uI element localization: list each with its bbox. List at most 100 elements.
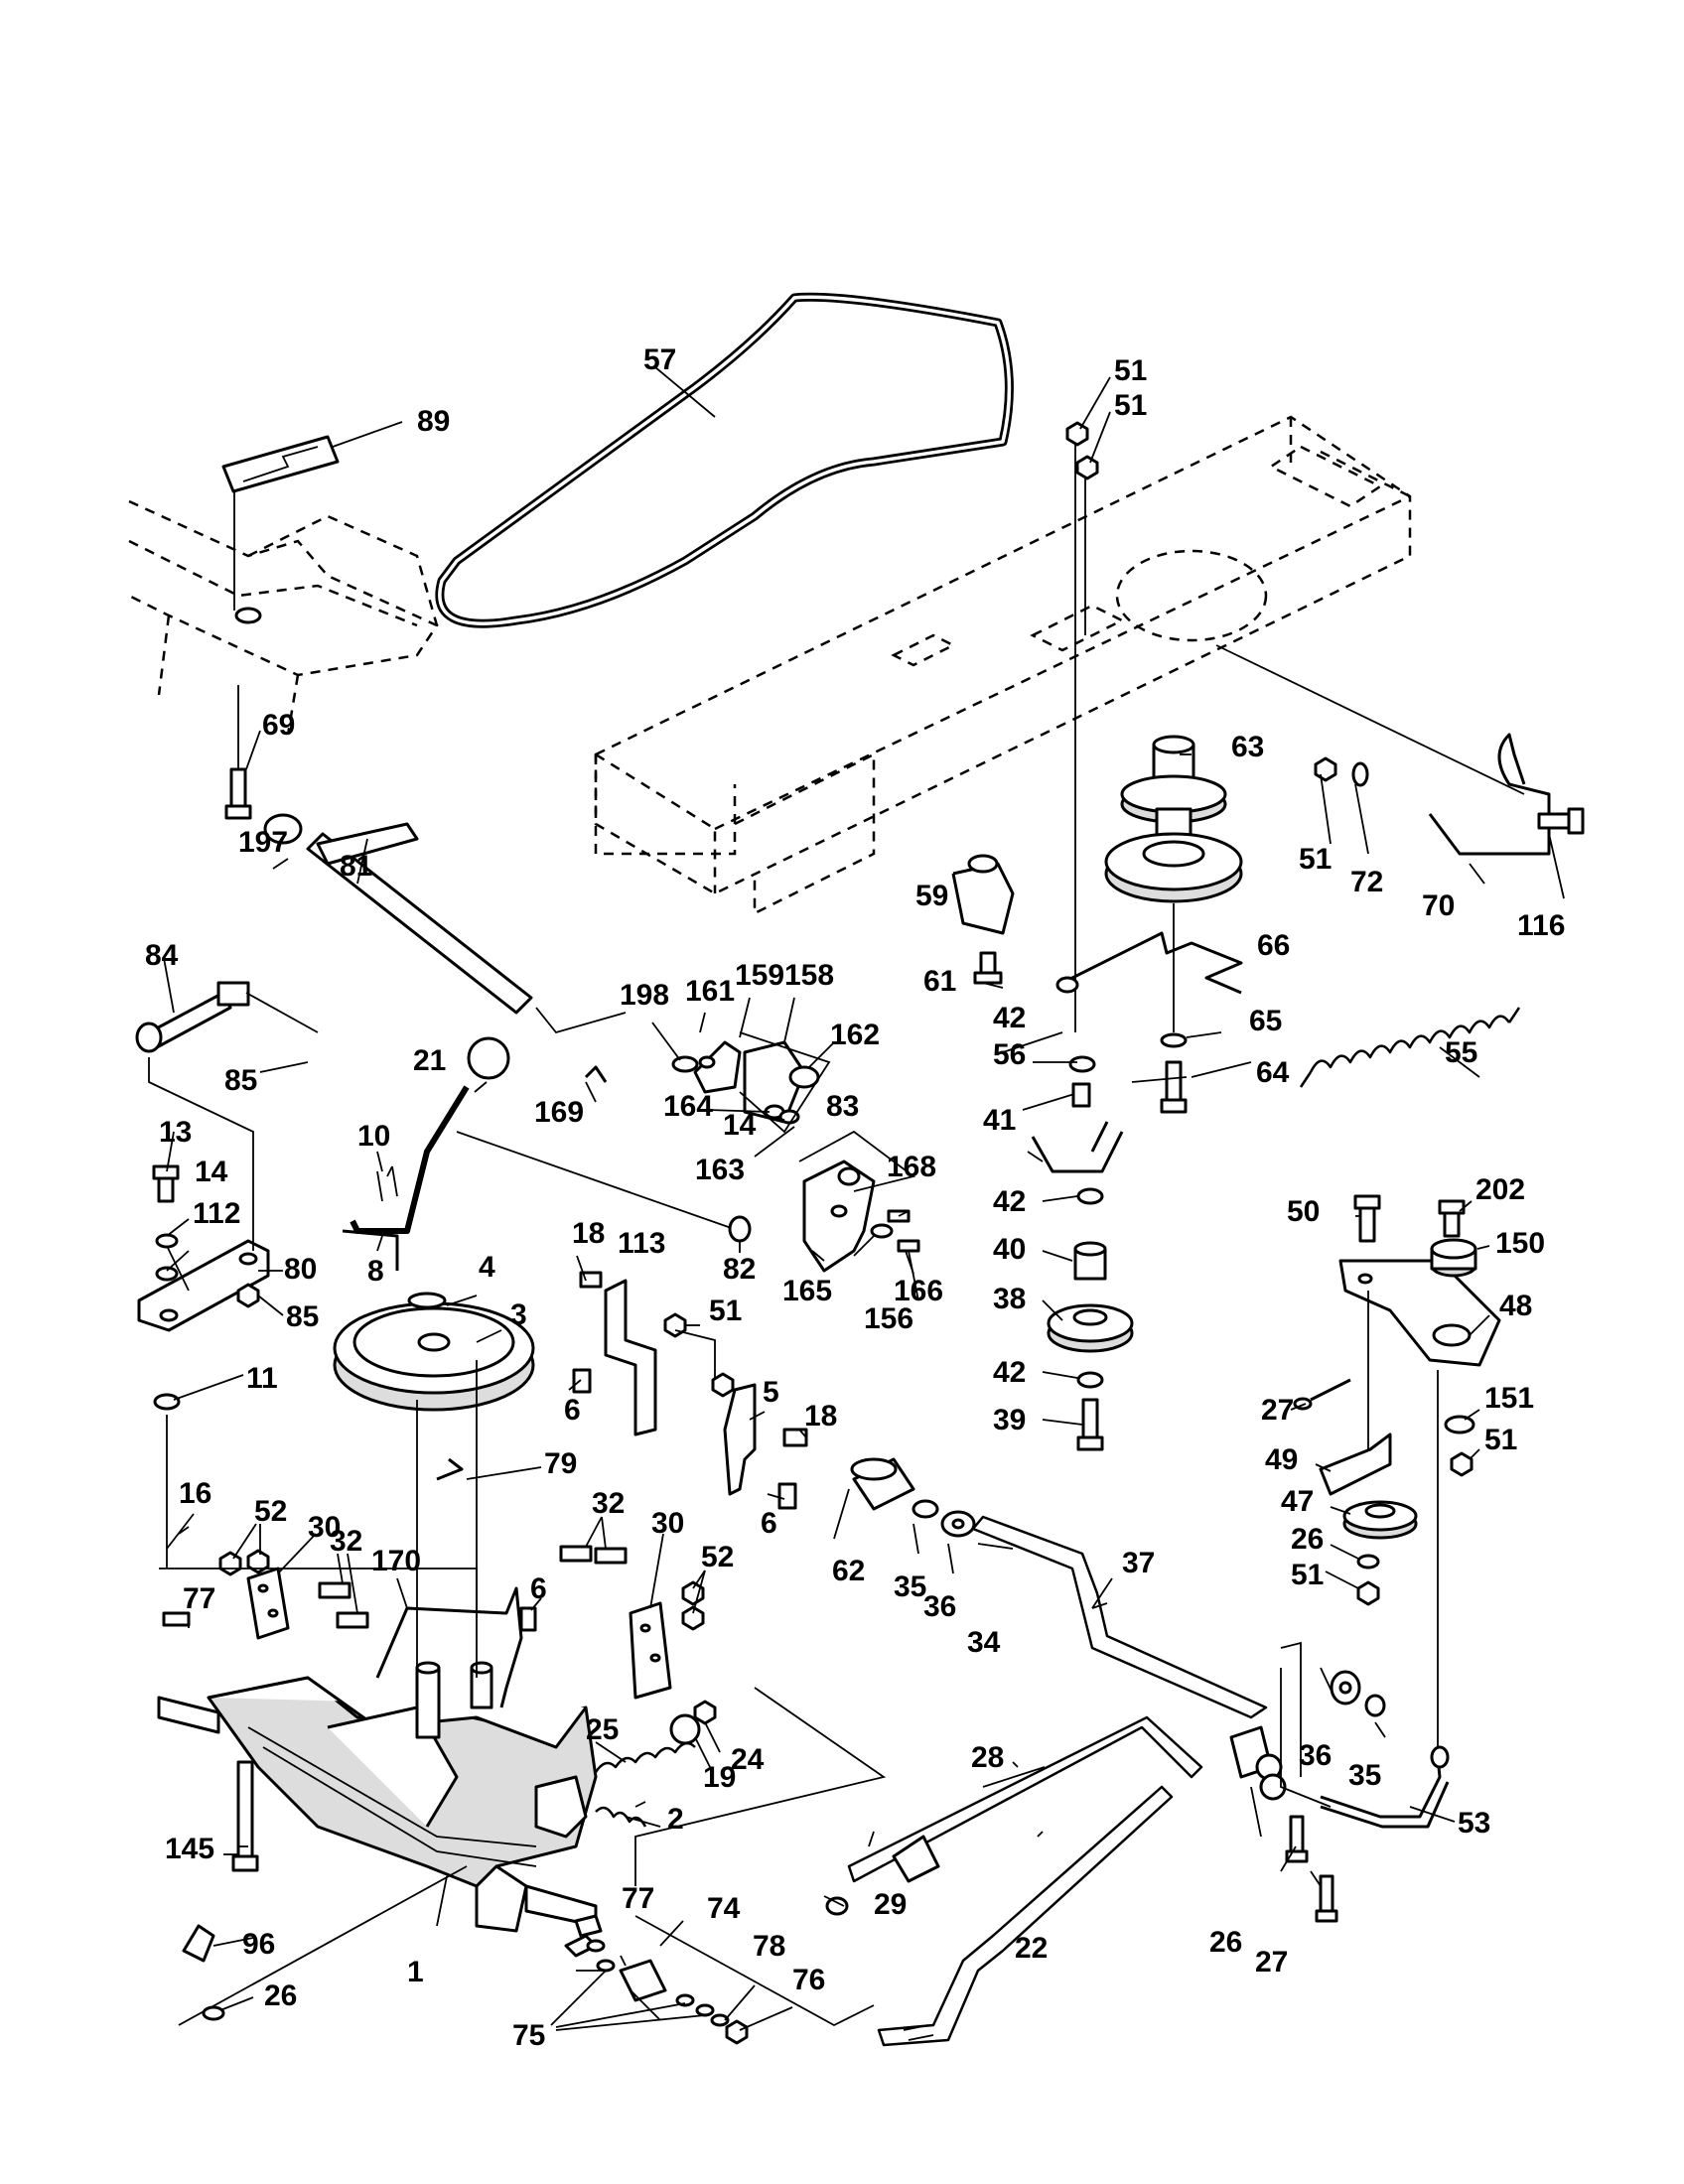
- callout-4: 4: [479, 1251, 495, 1284]
- callout-1: 1: [407, 1956, 424, 1988]
- callout-27a: 27: [1261, 1394, 1294, 1427]
- pulley-3: [333, 1292, 535, 1481]
- pulley-47: [1319, 1433, 1418, 1606]
- callout-35a: 35: [894, 1570, 926, 1603]
- callout-6c: 6: [530, 1572, 547, 1605]
- callout-164: 164: [663, 1090, 713, 1123]
- callout-51b: 51: [1114, 389, 1147, 422]
- callout-26a: 26: [1291, 1523, 1324, 1556]
- callout-80: 80: [284, 1253, 317, 1286]
- callout-27b: 27: [1255, 1946, 1288, 1979]
- callout-42b: 42: [993, 1185, 1026, 1218]
- callout-113: 113: [618, 1227, 665, 1260]
- callout-51e: 51: [1484, 1424, 1517, 1456]
- callout-159: 159: [735, 959, 784, 992]
- callout-83: 83: [826, 1090, 859, 1123]
- bracket-30-right: [519, 1545, 705, 1700]
- callout-51d: 51: [709, 1295, 742, 1327]
- callout-170: 170: [371, 1545, 421, 1577]
- callout-51c: 51: [1299, 843, 1332, 876]
- callout-53: 53: [1458, 1807, 1490, 1840]
- bracket-30-left: [162, 1549, 369, 1640]
- callout-25: 25: [586, 1713, 619, 1746]
- leader-lines: [163, 366, 1565, 2031]
- callout-76: 76: [792, 1964, 825, 1996]
- assembly-lines: [159, 1568, 1332, 2027]
- rod-84: [135, 981, 319, 1053]
- callout-14a: 14: [723, 1109, 757, 1142]
- spacer-62: [850, 1457, 976, 1538]
- callout-6b: 6: [761, 1507, 777, 1540]
- callout-30a: 30: [308, 1511, 341, 1544]
- callout-39: 39: [993, 1404, 1026, 1436]
- callout-42c: 42: [993, 1356, 1026, 1389]
- callout-18b: 18: [804, 1400, 837, 1433]
- callout-51f: 51: [1291, 1559, 1324, 1591]
- callout-36b: 36: [1299, 1739, 1332, 1772]
- callout-89: 89: [417, 405, 450, 438]
- callout-84: 84: [145, 939, 179, 972]
- callout-65: 65: [1249, 1005, 1282, 1037]
- callout-36a: 36: [923, 1590, 956, 1623]
- bracket-41: [1031, 1121, 1124, 1173]
- callout-66: 66: [1257, 929, 1290, 962]
- callout-14b: 14: [195, 1156, 228, 1188]
- callout-57: 57: [643, 343, 676, 376]
- callout-26c: 26: [264, 1979, 297, 2012]
- bracket-83: [728, 1130, 920, 1273]
- callout-8: 8: [367, 1255, 384, 1288]
- callout-38: 38: [993, 1283, 1026, 1315]
- wire-70: [1215, 644, 1585, 856]
- callout-19: 19: [703, 1761, 736, 1794]
- callout-21: 21: [413, 1044, 446, 1077]
- callout-169: 169: [534, 1096, 584, 1129]
- pulley-stack-63: [1104, 735, 1243, 1114]
- callout-2: 2: [667, 1803, 684, 1836]
- nut-washer-72: [1314, 756, 1369, 787]
- callout-51a: 51: [1114, 354, 1147, 387]
- bolts-27: [1259, 1773, 1338, 1923]
- callout-16: 16: [179, 1477, 211, 1510]
- callout-5: 5: [763, 1376, 779, 1409]
- rod-34: [971, 1515, 1283, 1781]
- callout-42a: 42: [993, 1002, 1026, 1034]
- linkage-159: [456, 1031, 831, 1232]
- spring-25: [594, 1700, 717, 1828]
- callout-62: 62: [832, 1555, 865, 1587]
- pin-96: [178, 1865, 468, 2026]
- fender-bracket: [221, 435, 340, 611]
- callout-32a: 32: [330, 1525, 362, 1558]
- bracket-80: [137, 1057, 270, 1569]
- pulley-38: [1047, 1055, 1134, 1451]
- callout-47: 47: [1281, 1485, 1314, 1518]
- callout-161: 161: [685, 975, 735, 1008]
- bolt-145: [231, 1760, 259, 1872]
- callout-13: 13: [159, 1116, 192, 1149]
- callout-32b: 32: [592, 1487, 625, 1520]
- callout-6a: 6: [564, 1394, 581, 1427]
- callout-85b: 85: [286, 1300, 319, 1333]
- callout-70: 70: [1422, 889, 1455, 922]
- callout-63: 63: [1231, 731, 1264, 763]
- callout-112: 112: [193, 1197, 240, 1230]
- callout-74: 74: [707, 1892, 741, 1925]
- callout-24: 24: [731, 1743, 765, 1776]
- callout-22: 22: [1015, 1932, 1048, 1965]
- callout-61: 61: [923, 965, 956, 998]
- callout-77a: 77: [183, 1582, 215, 1615]
- callout-37: 37: [1122, 1547, 1155, 1579]
- callout-28: 28: [971, 1741, 1004, 1774]
- callout-85a: 85: [224, 1064, 257, 1097]
- callout-56: 56: [993, 1038, 1026, 1071]
- fender-pan: [128, 499, 439, 736]
- callout-11: 11: [246, 1362, 278, 1395]
- callout-166: 166: [894, 1275, 943, 1307]
- callout-162: 162: [830, 1019, 880, 1051]
- callout-156: 156: [864, 1302, 913, 1335]
- callout-labels: 57 89 51 51 69 63 51 72 70 116 197 81 59…: [145, 343, 1565, 2052]
- shaft-81: [263, 813, 627, 1034]
- callout-96: 96: [242, 1928, 275, 1961]
- idler-arm-66: [1055, 931, 1243, 995]
- rod-53: [1320, 1745, 1450, 1829]
